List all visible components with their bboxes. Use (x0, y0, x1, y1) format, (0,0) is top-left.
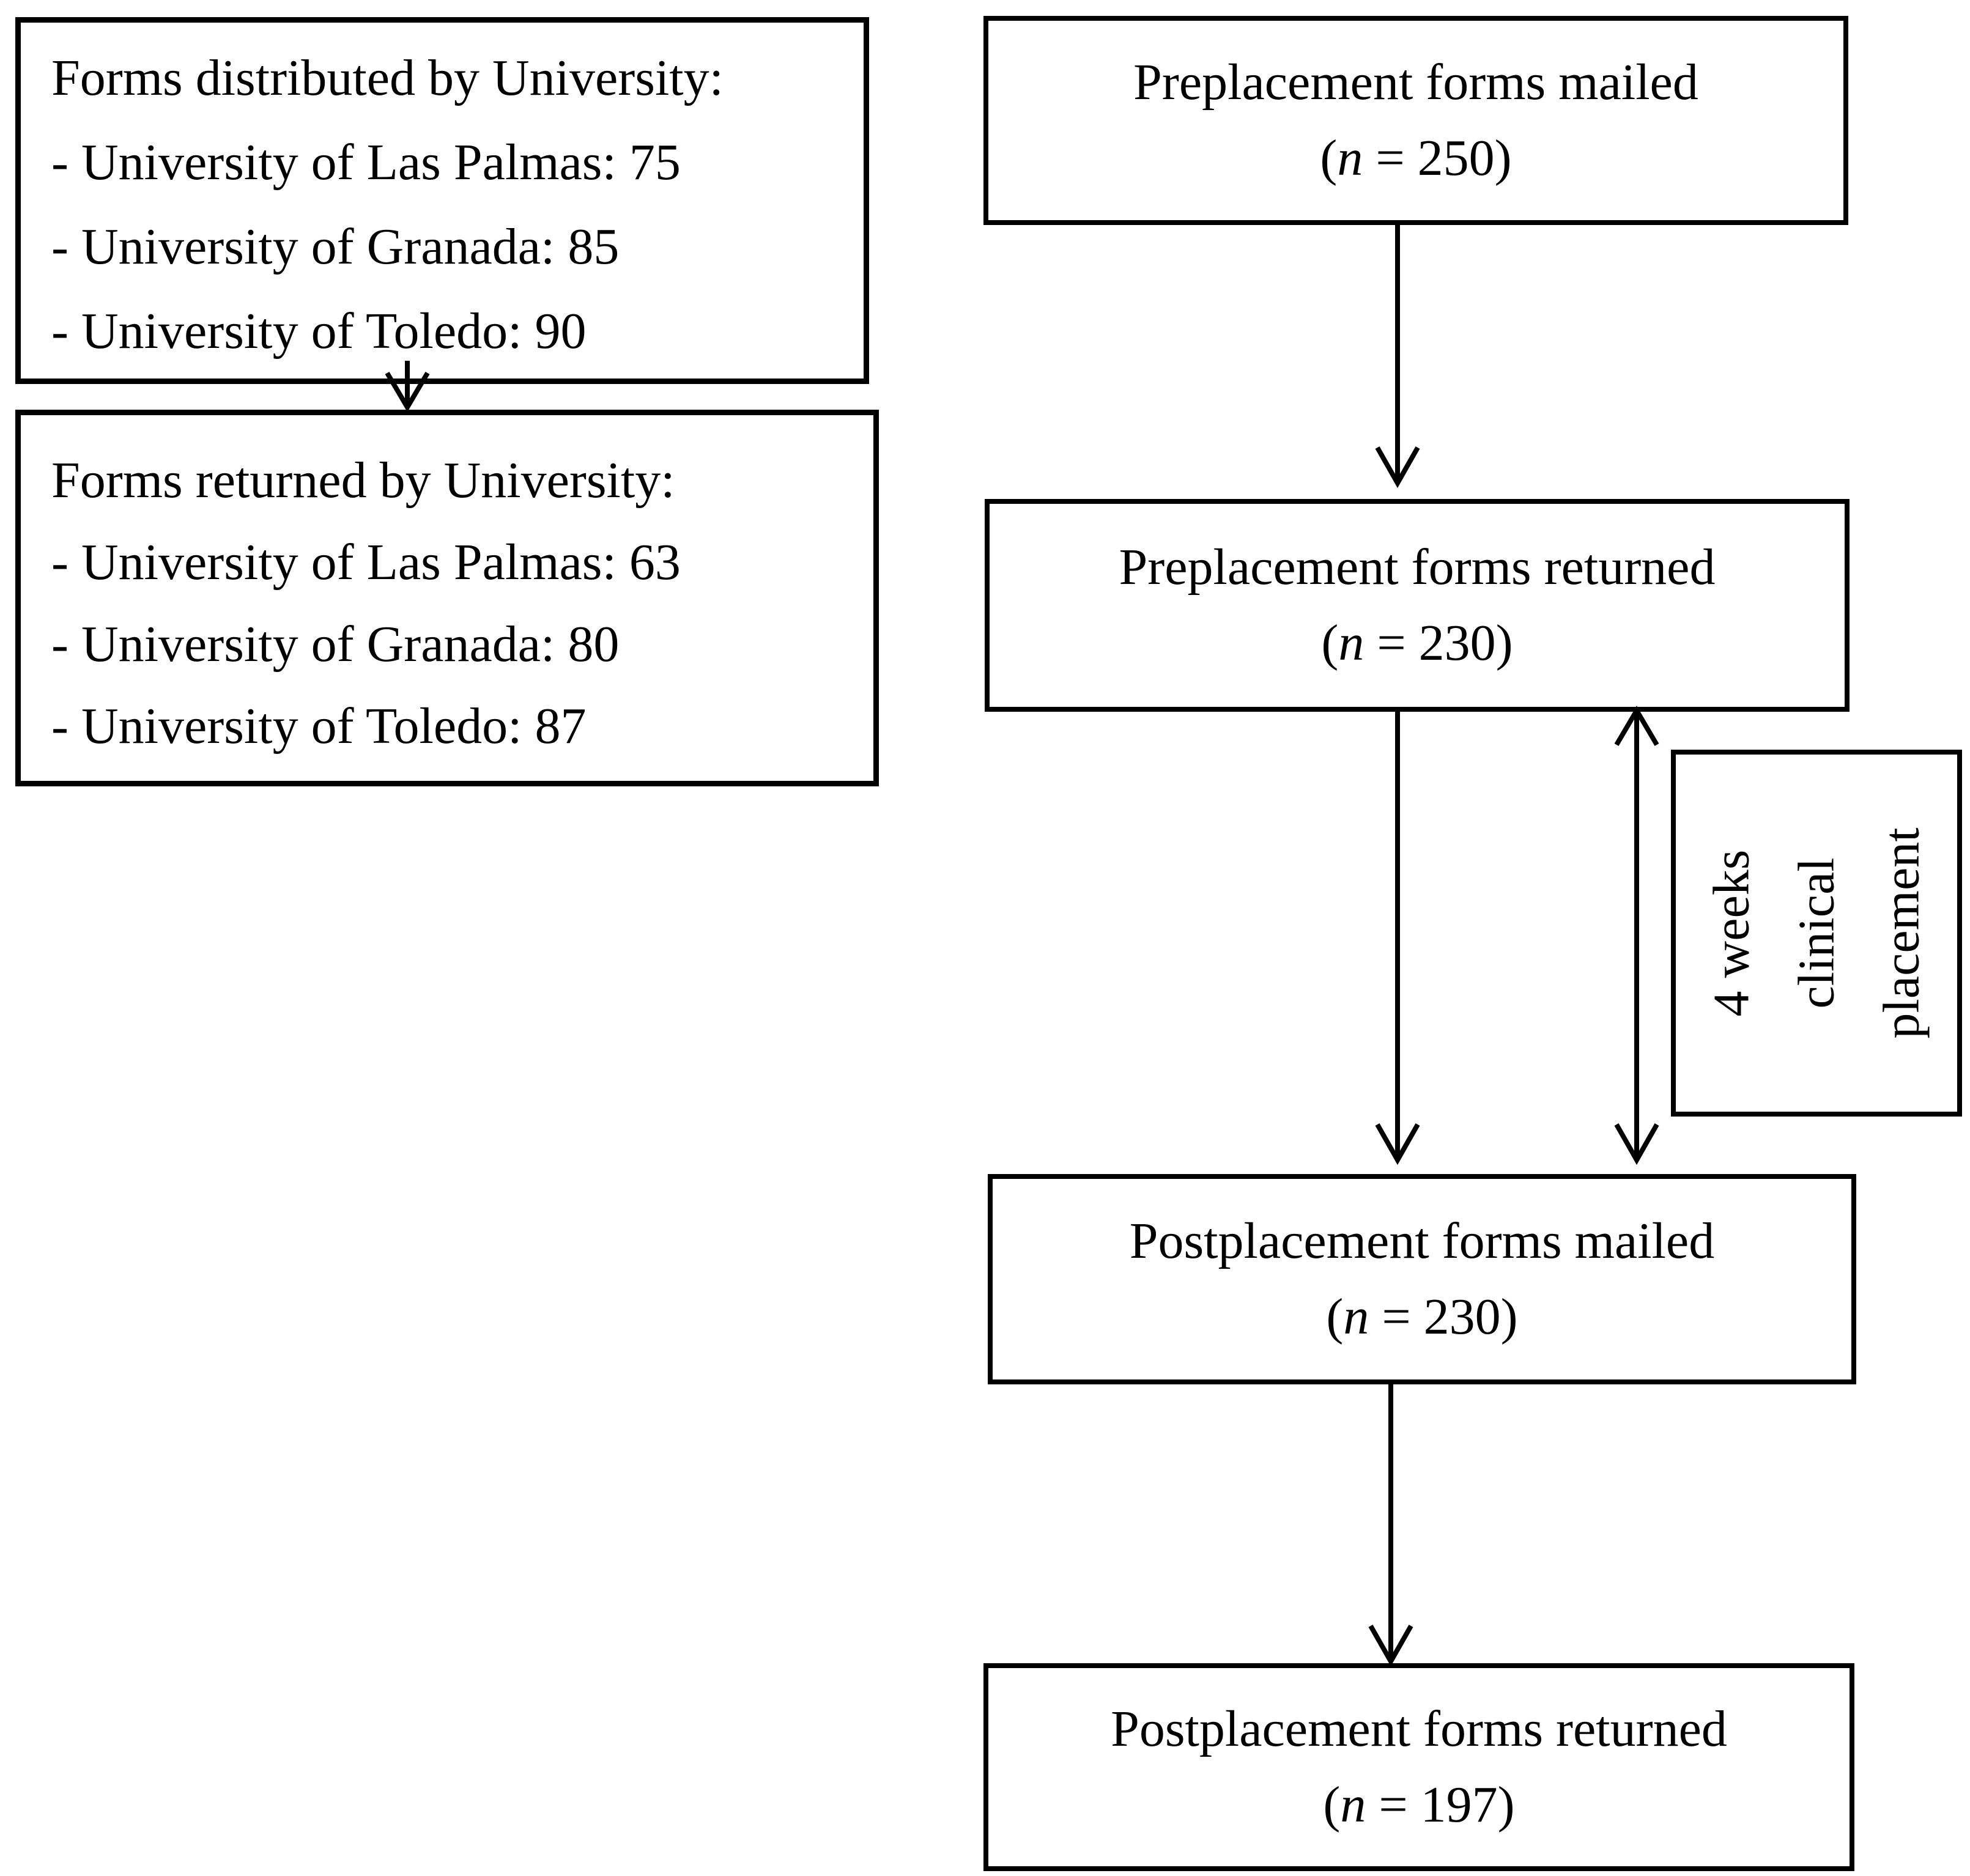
returned-item-toledo: - University of Toledo: 87 (51, 698, 587, 755)
note-line-placement: placement (1873, 827, 1930, 1039)
preplacement-mailed-title: Preplacement forms mailed (1133, 54, 1698, 111)
clinical-placement-note-text: 4 weeks clinical placement (1689, 750, 1944, 1117)
distributed-item-granada: - University of Granada: 85 (51, 218, 620, 275)
preplacement-mailed-count: (n = 250) (1320, 130, 1512, 186)
forms-distributed-title: Forms distributed by University: (51, 50, 724, 106)
postplacement-returned-title: Postplacement forms returned (1111, 1701, 1727, 1757)
box-forms-distributed: Forms distributed by University: - Unive… (15, 17, 869, 384)
arrow-preplacement-returned-to-postplacement-mailed (1375, 712, 1420, 1165)
preplacement-returned-count: (n = 230) (1321, 615, 1513, 671)
arrow-postplacement-mailed-to-returned (1368, 1384, 1413, 1667)
box-preplacement-mailed: Preplacement forms mailed (n = 250) (983, 16, 1848, 225)
distributed-item-las-palmas: - University of Las Palmas: 75 (51, 134, 681, 191)
returned-item-las-palmas: - University of Las Palmas: 63 (51, 534, 681, 591)
note-line-clinical: clinical (1788, 857, 1845, 1009)
arrow-clinical-placement-double (1614, 706, 1659, 1165)
box-clinical-placement-note: 4 weeks clinical placement (1671, 750, 1962, 1117)
returned-item-granada: - University of Granada: 80 (51, 616, 620, 673)
box-postplacement-returned: Postplacement forms returned (n = 197) (983, 1663, 1854, 1871)
arrow-preplacement-mailed-to-returned (1375, 225, 1420, 489)
box-postplacement-mailed: Postplacement forms mailed (n = 230) (988, 1174, 1856, 1384)
postplacement-returned-count: (n = 197) (1323, 1776, 1515, 1833)
note-line-duration: 4 weeks (1703, 849, 1760, 1017)
forms-returned-title: Forms returned by University: (51, 452, 675, 509)
postplacement-mailed-title: Postplacement forms mailed (1129, 1213, 1715, 1269)
box-preplacement-returned: Preplacement forms returned (n = 230) (985, 499, 1850, 712)
postplacement-mailed-count: (n = 230) (1326, 1288, 1518, 1345)
distributed-item-toledo: - University of Toledo: 90 (51, 303, 587, 360)
box-forms-returned: Forms returned by University: - Universi… (15, 410, 879, 786)
preplacement-returned-title: Preplacement forms returned (1119, 539, 1716, 596)
